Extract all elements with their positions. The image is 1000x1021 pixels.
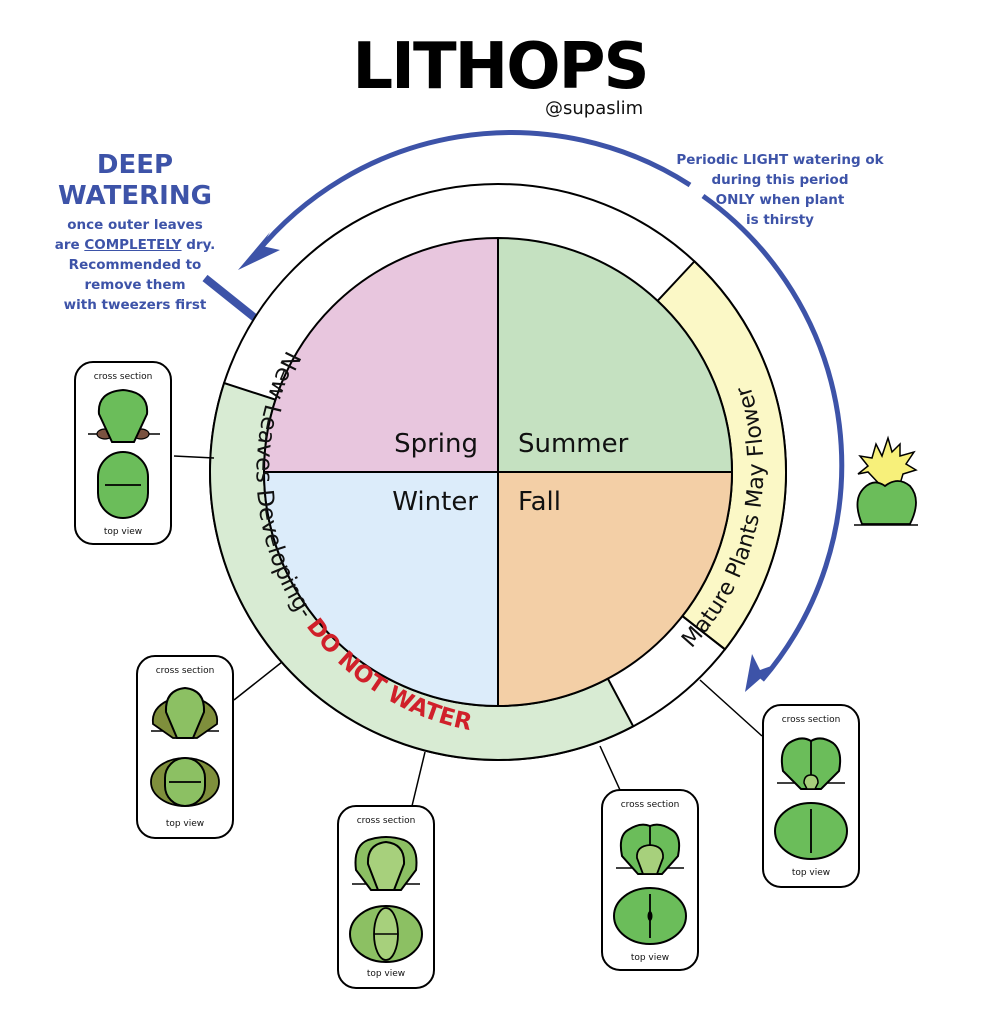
stage-card-3: cross section top view <box>337 805 435 989</box>
connector-line <box>599 745 621 791</box>
light-watering-line2: during this period <box>711 172 849 188</box>
light-watering-line4: is thirsty <box>745 212 814 228</box>
light-watering-arrow <box>701 193 845 682</box>
season-label-fall: Fall <box>518 487 561 517</box>
deep-watering-line2: are COMPLETELY dry. <box>30 235 240 255</box>
deep-watering-line2-prefix: are <box>54 237 85 253</box>
ring-divider <box>681 615 726 651</box>
connector-line <box>173 455 215 459</box>
deep-watering-arrowhead-icon <box>238 232 280 270</box>
flower-icon <box>857 435 918 491</box>
cross-section-label: cross section <box>782 715 841 725</box>
light-watering-note: Periodic LIGHT watering ok during this p… <box>660 150 900 230</box>
leaf-cross-section-icon <box>164 686 206 739</box>
season-label-winter: Winter <box>392 487 478 517</box>
completely-emphasis: COMPLETELY <box>84 237 182 253</box>
top-view-label: top view <box>367 969 405 979</box>
connector-line <box>411 751 426 807</box>
top-view-label: top view <box>792 868 830 878</box>
deep-watering-title-line2: WATERING <box>58 181 212 211</box>
light-watering-line1: Periodic LIGHT watering ok <box>676 152 884 168</box>
connector-line <box>699 679 763 737</box>
deep-watering-line2-suffix: dry. <box>181 237 216 253</box>
top-view-label: top view <box>631 953 669 963</box>
quadrant-spring <box>262 236 499 473</box>
light-watering-line3: ONLY when plant <box>715 192 845 208</box>
deep-watering-line3: Recommended to <box>68 257 202 273</box>
season-label-spring: Spring <box>394 429 478 459</box>
cross-section-label: cross section <box>357 816 416 826</box>
quadrant-winter <box>262 471 499 708</box>
author-handle: @supaslim <box>545 98 644 119</box>
cross-section-label: cross section <box>94 372 153 382</box>
deep-watering-title: DEEP WATERING <box>40 150 230 212</box>
top-view-label: top view <box>104 527 142 537</box>
cross-section-label: cross section <box>156 666 215 676</box>
deep-watering-line5: with tweezers first <box>63 297 207 313</box>
deep-watering-instructions: once outer leaves are COMPLETELY dry. Re… <box>30 215 240 315</box>
cross-section-label: cross section <box>621 800 680 810</box>
flowering-lithops-icon <box>854 435 918 526</box>
top-view-label: top view <box>166 819 204 829</box>
leaf-cross-section-icon <box>97 388 149 443</box>
connector-line <box>233 661 283 701</box>
deep-watering-line4: remove them <box>84 277 186 293</box>
stage-card-5: cross section top view <box>762 704 860 888</box>
stage-card-1: cross section top view <box>74 361 172 545</box>
stage-card-2: cross section top view <box>136 655 234 839</box>
season-label-summer: Summer <box>518 429 629 459</box>
deep-watering-title-line1: DEEP <box>96 150 174 180</box>
deep-watering-pointer <box>202 274 258 322</box>
quadrant-fall <box>497 471 734 708</box>
page-title: LITHOPS <box>352 30 649 104</box>
leaf-cross-section-icon <box>636 844 664 875</box>
light-watering-arrowhead-icon <box>745 654 777 692</box>
stage-card-4: cross section top view <box>601 789 699 971</box>
quadrant-summer <box>497 236 734 473</box>
plant-body-icon <box>856 480 917 525</box>
deep-watering-arrow <box>252 130 692 258</box>
leaf-cross-section-icon <box>366 840 406 891</box>
deep-watering-line1: once outer leaves <box>67 217 203 233</box>
